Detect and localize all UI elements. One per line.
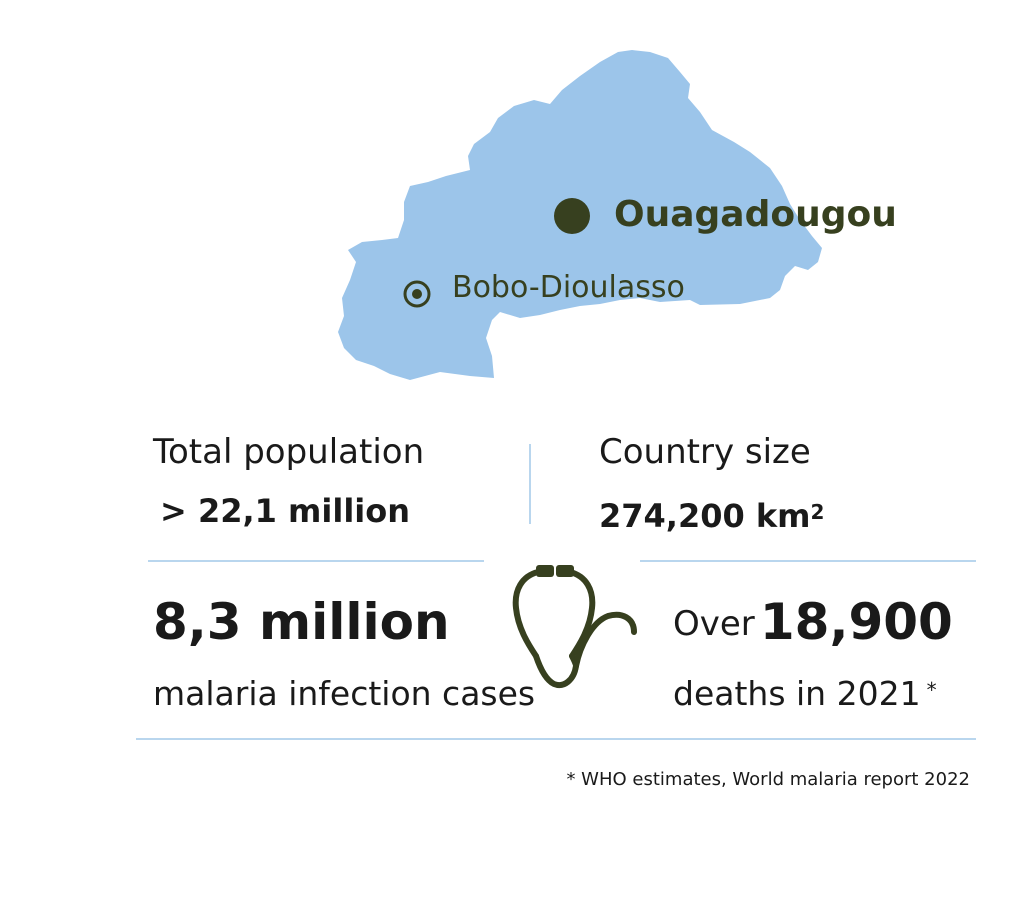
cases-label: malaria infection cases (153, 674, 536, 713)
deaths-label: deaths in 2021 (673, 674, 921, 713)
population-label: Total population (153, 432, 425, 472)
cases-value: 8,3 million (153, 593, 450, 651)
vertical-divider (529, 444, 531, 524)
capital-label: Ouagadougou (614, 194, 897, 235)
country-map (338, 50, 822, 380)
city-label: Bobo-Dioulasso (452, 270, 685, 305)
divider-bottom (136, 738, 976, 740)
size-label: Country size (599, 432, 811, 472)
footnote: * WHO estimates, World malaria report 20… (566, 769, 970, 790)
divider-right (640, 560, 976, 562)
deaths-prefix: Over (673, 604, 755, 644)
size-unit-superscript: 2 (810, 500, 825, 524)
deaths-footnote-mark: * (926, 678, 937, 702)
city-marker-dot (412, 289, 422, 299)
population-value: > 22,1 million (160, 492, 411, 530)
city-marker-ring (403, 280, 431, 308)
deaths-label-line: deaths in 2021* (673, 674, 937, 714)
stethoscope-icon (512, 565, 637, 688)
capital-marker (554, 198, 590, 234)
deaths-value-line: Over 18,900 (673, 594, 953, 650)
size-number: 274,200 km (599, 497, 811, 535)
deaths-value: 18,900 (759, 593, 953, 651)
size-value: 274,200 km2 (599, 497, 824, 535)
divider-left (148, 560, 484, 562)
